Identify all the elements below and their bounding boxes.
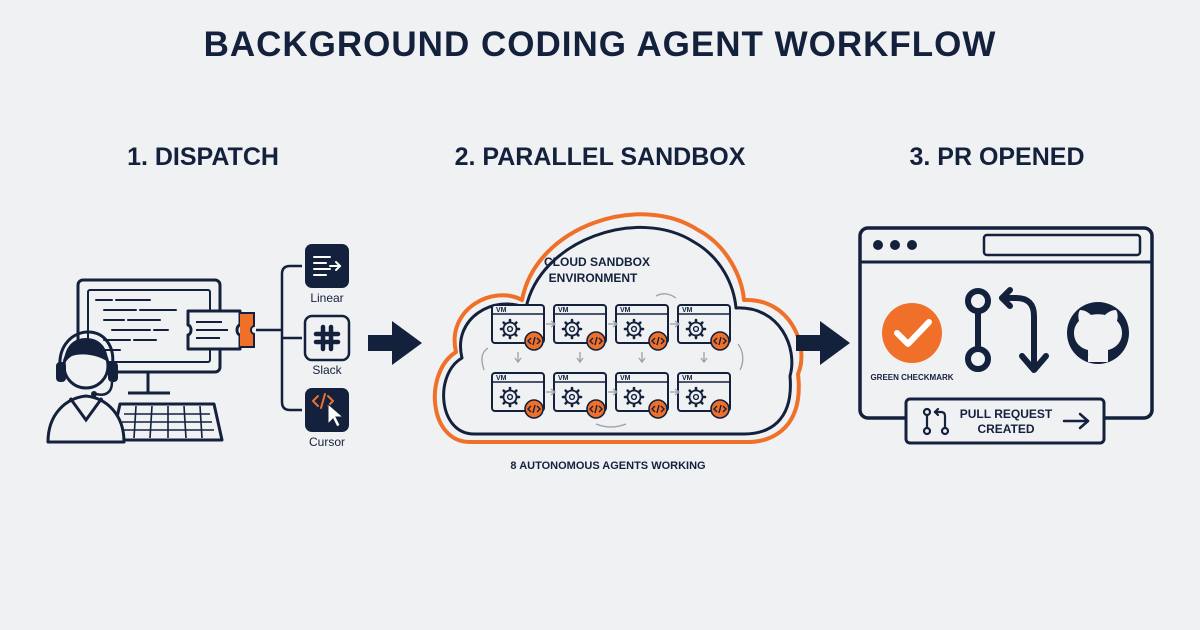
vm-grid: VM VM VM VM VM VM VM VM xyxy=(491,304,731,419)
vm-label: VM xyxy=(620,307,631,314)
slack-icon xyxy=(313,324,341,352)
cursor-source: Cursor xyxy=(305,388,349,449)
gear-icon xyxy=(623,386,645,408)
flow-arrow-1 xyxy=(368,321,422,365)
window-dot-icon xyxy=(890,240,900,250)
vm-label: VM xyxy=(620,375,631,382)
code-badge-icon xyxy=(524,399,544,419)
sandbox-caption: 8 AUTONOMOUS AGENTS WORKING xyxy=(510,460,705,472)
cloud-label-line-2: ENVIRONMENT xyxy=(549,271,638,285)
vm-label: VM xyxy=(558,307,569,314)
vm-label: VM xyxy=(558,375,569,382)
button-label-line-1: PULL REQUEST xyxy=(960,407,1053,421)
git-pull-request-icon xyxy=(922,407,950,436)
arrow-right-icon xyxy=(1062,412,1090,430)
code-badge-icon xyxy=(710,331,730,351)
vm-agent-card: VM xyxy=(553,304,607,351)
slack-label: Slack xyxy=(312,363,342,377)
window-dot-icon xyxy=(907,240,917,250)
dispatch-connector xyxy=(256,264,302,412)
vm-agent-card: VM xyxy=(615,372,669,419)
cloud-label-line-1: CLOUD SANDBOX xyxy=(544,255,650,269)
step-dispatch-heading: 1. DISPATCH xyxy=(127,143,279,171)
linear-source: Linear xyxy=(305,244,349,305)
check-label: GREEN CHECKMARK xyxy=(870,373,953,382)
pull-request-created-button[interactable]: PULL REQUEST CREATED xyxy=(904,397,1106,445)
address-bar xyxy=(982,233,1142,257)
vm-label: VM xyxy=(682,307,693,314)
gear-icon xyxy=(499,318,521,340)
vm-label: VM xyxy=(496,307,507,314)
gear-icon xyxy=(623,318,645,340)
vm-label: VM xyxy=(496,375,507,382)
step-sandbox-heading: 2. PARALLEL SANDBOX xyxy=(455,143,746,171)
code-badge-icon xyxy=(710,399,730,419)
monitor-icon xyxy=(76,278,222,395)
vm-flow-arrows xyxy=(481,293,744,428)
button-label-line-2: CREATED xyxy=(977,422,1034,436)
slack-source: Slack xyxy=(303,314,351,377)
code-badge-icon xyxy=(586,399,606,419)
linear-icon xyxy=(305,244,349,288)
code-badge-icon xyxy=(586,331,606,351)
cursor-icon xyxy=(305,388,349,432)
linear-label: Linear xyxy=(310,291,343,305)
window-dot-icon xyxy=(873,240,883,250)
vm-agent-card: VM xyxy=(677,304,731,351)
gear-icon xyxy=(561,386,583,408)
code-badge-icon xyxy=(524,331,544,351)
gear-icon xyxy=(685,386,707,408)
person-headset-icon xyxy=(46,330,126,444)
diagram-title: BACKGROUND CODING AGENT WORKFLOW xyxy=(204,25,997,64)
ticket-icon xyxy=(186,309,255,351)
vm-agent-card: VM xyxy=(615,304,669,351)
vm-agent-card: VM xyxy=(677,372,731,419)
pull-request-icon xyxy=(965,287,1049,373)
vm-agent-card: VM xyxy=(491,372,545,419)
vm-label: VM xyxy=(682,375,693,382)
gear-icon xyxy=(561,318,583,340)
gear-icon xyxy=(685,318,707,340)
code-badge-icon xyxy=(648,331,668,351)
gear-icon xyxy=(499,386,521,408)
vm-agent-card: VM xyxy=(491,304,545,351)
cursor-label: Cursor xyxy=(309,435,345,449)
code-badge-icon xyxy=(648,399,668,419)
flow-arrow-2 xyxy=(796,321,850,365)
vm-agent-card: VM xyxy=(553,372,607,419)
keyboard-icon xyxy=(110,402,224,442)
checkmark-icon xyxy=(882,303,942,363)
github-icon xyxy=(1067,302,1129,364)
step-pr-heading: 3. PR OPENED xyxy=(909,143,1084,171)
